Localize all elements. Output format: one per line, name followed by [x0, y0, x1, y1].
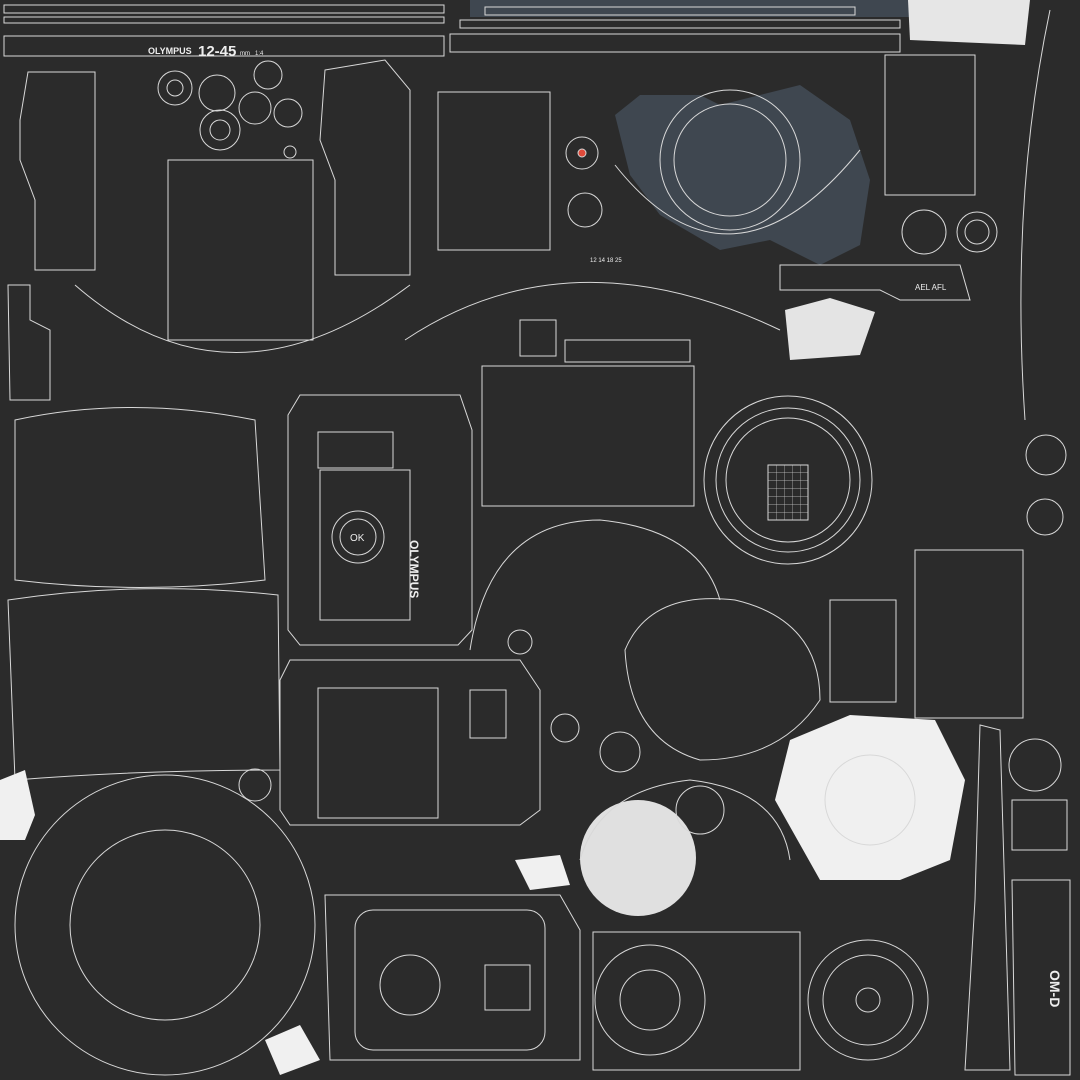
top-strips [3, 0, 1030, 57]
model-text: OM-D [1047, 970, 1063, 1007]
white-island [775, 715, 965, 880]
arc-strip [74, 284, 411, 353]
lens-aperture-text: 1:4 [255, 51, 264, 57]
brand-text: OLYMPUS [407, 540, 421, 598]
lens-unit-text: mm [240, 51, 250, 57]
small-circles [157, 60, 998, 255]
ael-afl-text: AEL AFL [915, 283, 947, 292]
lens-brand-text: OLYMPUS [148, 46, 192, 56]
mode-dial [703, 395, 873, 565]
arc-strip [469, 519, 721, 651]
back-panel: OK OLYMPUS [287, 394, 473, 646]
long-strip [1020, 9, 1051, 421]
ok-button-label: OK [350, 533, 365, 544]
grip-islands [7, 54, 976, 401]
zoom-marks-text: 12 14 18 25 [590, 258, 622, 264]
lens-ring [614, 85, 870, 265]
lens-focal-text: 12-45 [198, 43, 236, 60]
lower-panels [14, 659, 929, 1076]
body-panels [7, 319, 1024, 781]
arc-strip [404, 281, 781, 341]
